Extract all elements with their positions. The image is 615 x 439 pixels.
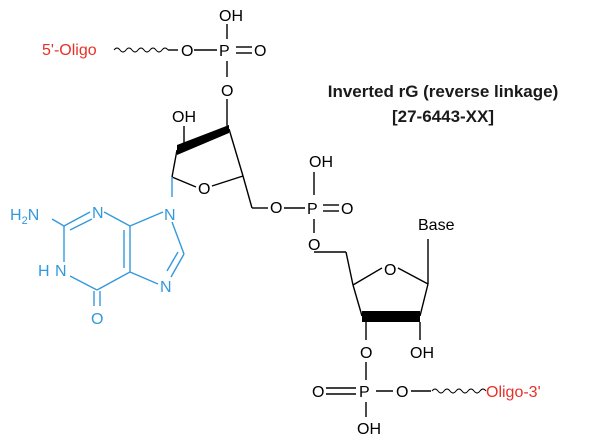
guanine-c2-n3-bond: [63, 211, 91, 227]
guanine-c2-nh2-bond: [51, 218, 65, 227]
mid-phosphate-o-bottom: O: [308, 237, 320, 254]
top-phosphate-o-double: O: [254, 43, 266, 60]
guanine-n1-h: H: [38, 263, 50, 280]
ribose2-ring-o: O: [384, 262, 396, 279]
five-prime-squiggle: [113, 47, 169, 53]
ribose1-2-oh: OH: [172, 109, 196, 126]
ribose2-o-c1-bond: [397, 267, 429, 285]
guanine-n9: N: [164, 207, 176, 224]
bottom-phosphate-o-double: O: [312, 384, 324, 401]
ribose2-c1-c2-bond: [419, 283, 429, 317]
three-prime-oligo-label: Oligo-3': [486, 384, 541, 401]
ribose2-bold-c3-c2-bond: [362, 311, 420, 322]
guanine-n1: N: [55, 263, 67, 280]
diagram-title-line2: [27-6443-XX]: [392, 107, 494, 126]
ribose2-c4-o-bond: [352, 267, 383, 286]
ribose2-2-oh: OH: [410, 345, 434, 362]
guanine-c6-n1-bond: [69, 275, 98, 291]
top-phosphate-o-left: O: [181, 43, 193, 60]
five-prime-oligo-label: 5'-Oligo: [42, 42, 97, 59]
bottom-phosphate-oh: OH: [357, 421, 381, 438]
top-phosphate-oh: OH: [219, 8, 243, 25]
ribose1-bold-c2-c3-bond: [177, 125, 229, 155]
guanine-n7-c5-bond: [129, 271, 159, 285]
ribose2-c5-c4-bond: [345, 251, 354, 286]
top-phosphate-o-bottom: O: [221, 83, 233, 100]
guanine-nh2: H2N: [10, 207, 39, 227]
guanine-n7: N: [160, 279, 172, 296]
ribose1-c3-c4-bond: [228, 128, 244, 177]
guanine-n3-c4-bond: [103, 211, 131, 227]
guanine-c5-c6-bond: [96, 271, 131, 291]
mid-phosphate-p: P: [307, 201, 318, 218]
bottom-phosphate-o-right: O: [396, 384, 408, 401]
three-prime-squiggle: [431, 388, 487, 394]
guanine-c8-n7-inner-bond: [166, 251, 179, 272]
mid-phosphate-o-left: O: [270, 200, 282, 217]
guanine-carbonyl-o: O: [91, 311, 103, 328]
ribose1-c2-c1-bond: [171, 149, 178, 178]
bottom-phosphate-p: P: [359, 384, 370, 401]
mid-phosphate-oh: OH: [309, 154, 333, 171]
top-phosphate-p: P: [219, 43, 230, 60]
guanine-c8-n7-bond: [170, 253, 185, 278]
ribose1-o-c4-bond: [211, 175, 244, 187]
ribose2-base-label: Base: [418, 217, 455, 234]
ribose1-c1-o-bond: [171, 176, 197, 188]
ribose2-3-o: O: [360, 345, 372, 362]
guanine-n9-c8-bond: [171, 221, 185, 255]
diagram-title-line1: Inverted rG (reverse linkage): [328, 82, 559, 101]
ribose1-ring-o: O: [198, 181, 210, 198]
ribose2-c4-c3-bond: [352, 284, 363, 317]
mid-phosphate-o-double: O: [341, 201, 353, 218]
ribose1-c4-c5-bond: [242, 175, 253, 209]
guanine-c4-n9-bond: [129, 211, 164, 227]
guanine-c2-n3-double-bond: [69, 218, 93, 231]
guanine-n3: N: [92, 205, 104, 222]
